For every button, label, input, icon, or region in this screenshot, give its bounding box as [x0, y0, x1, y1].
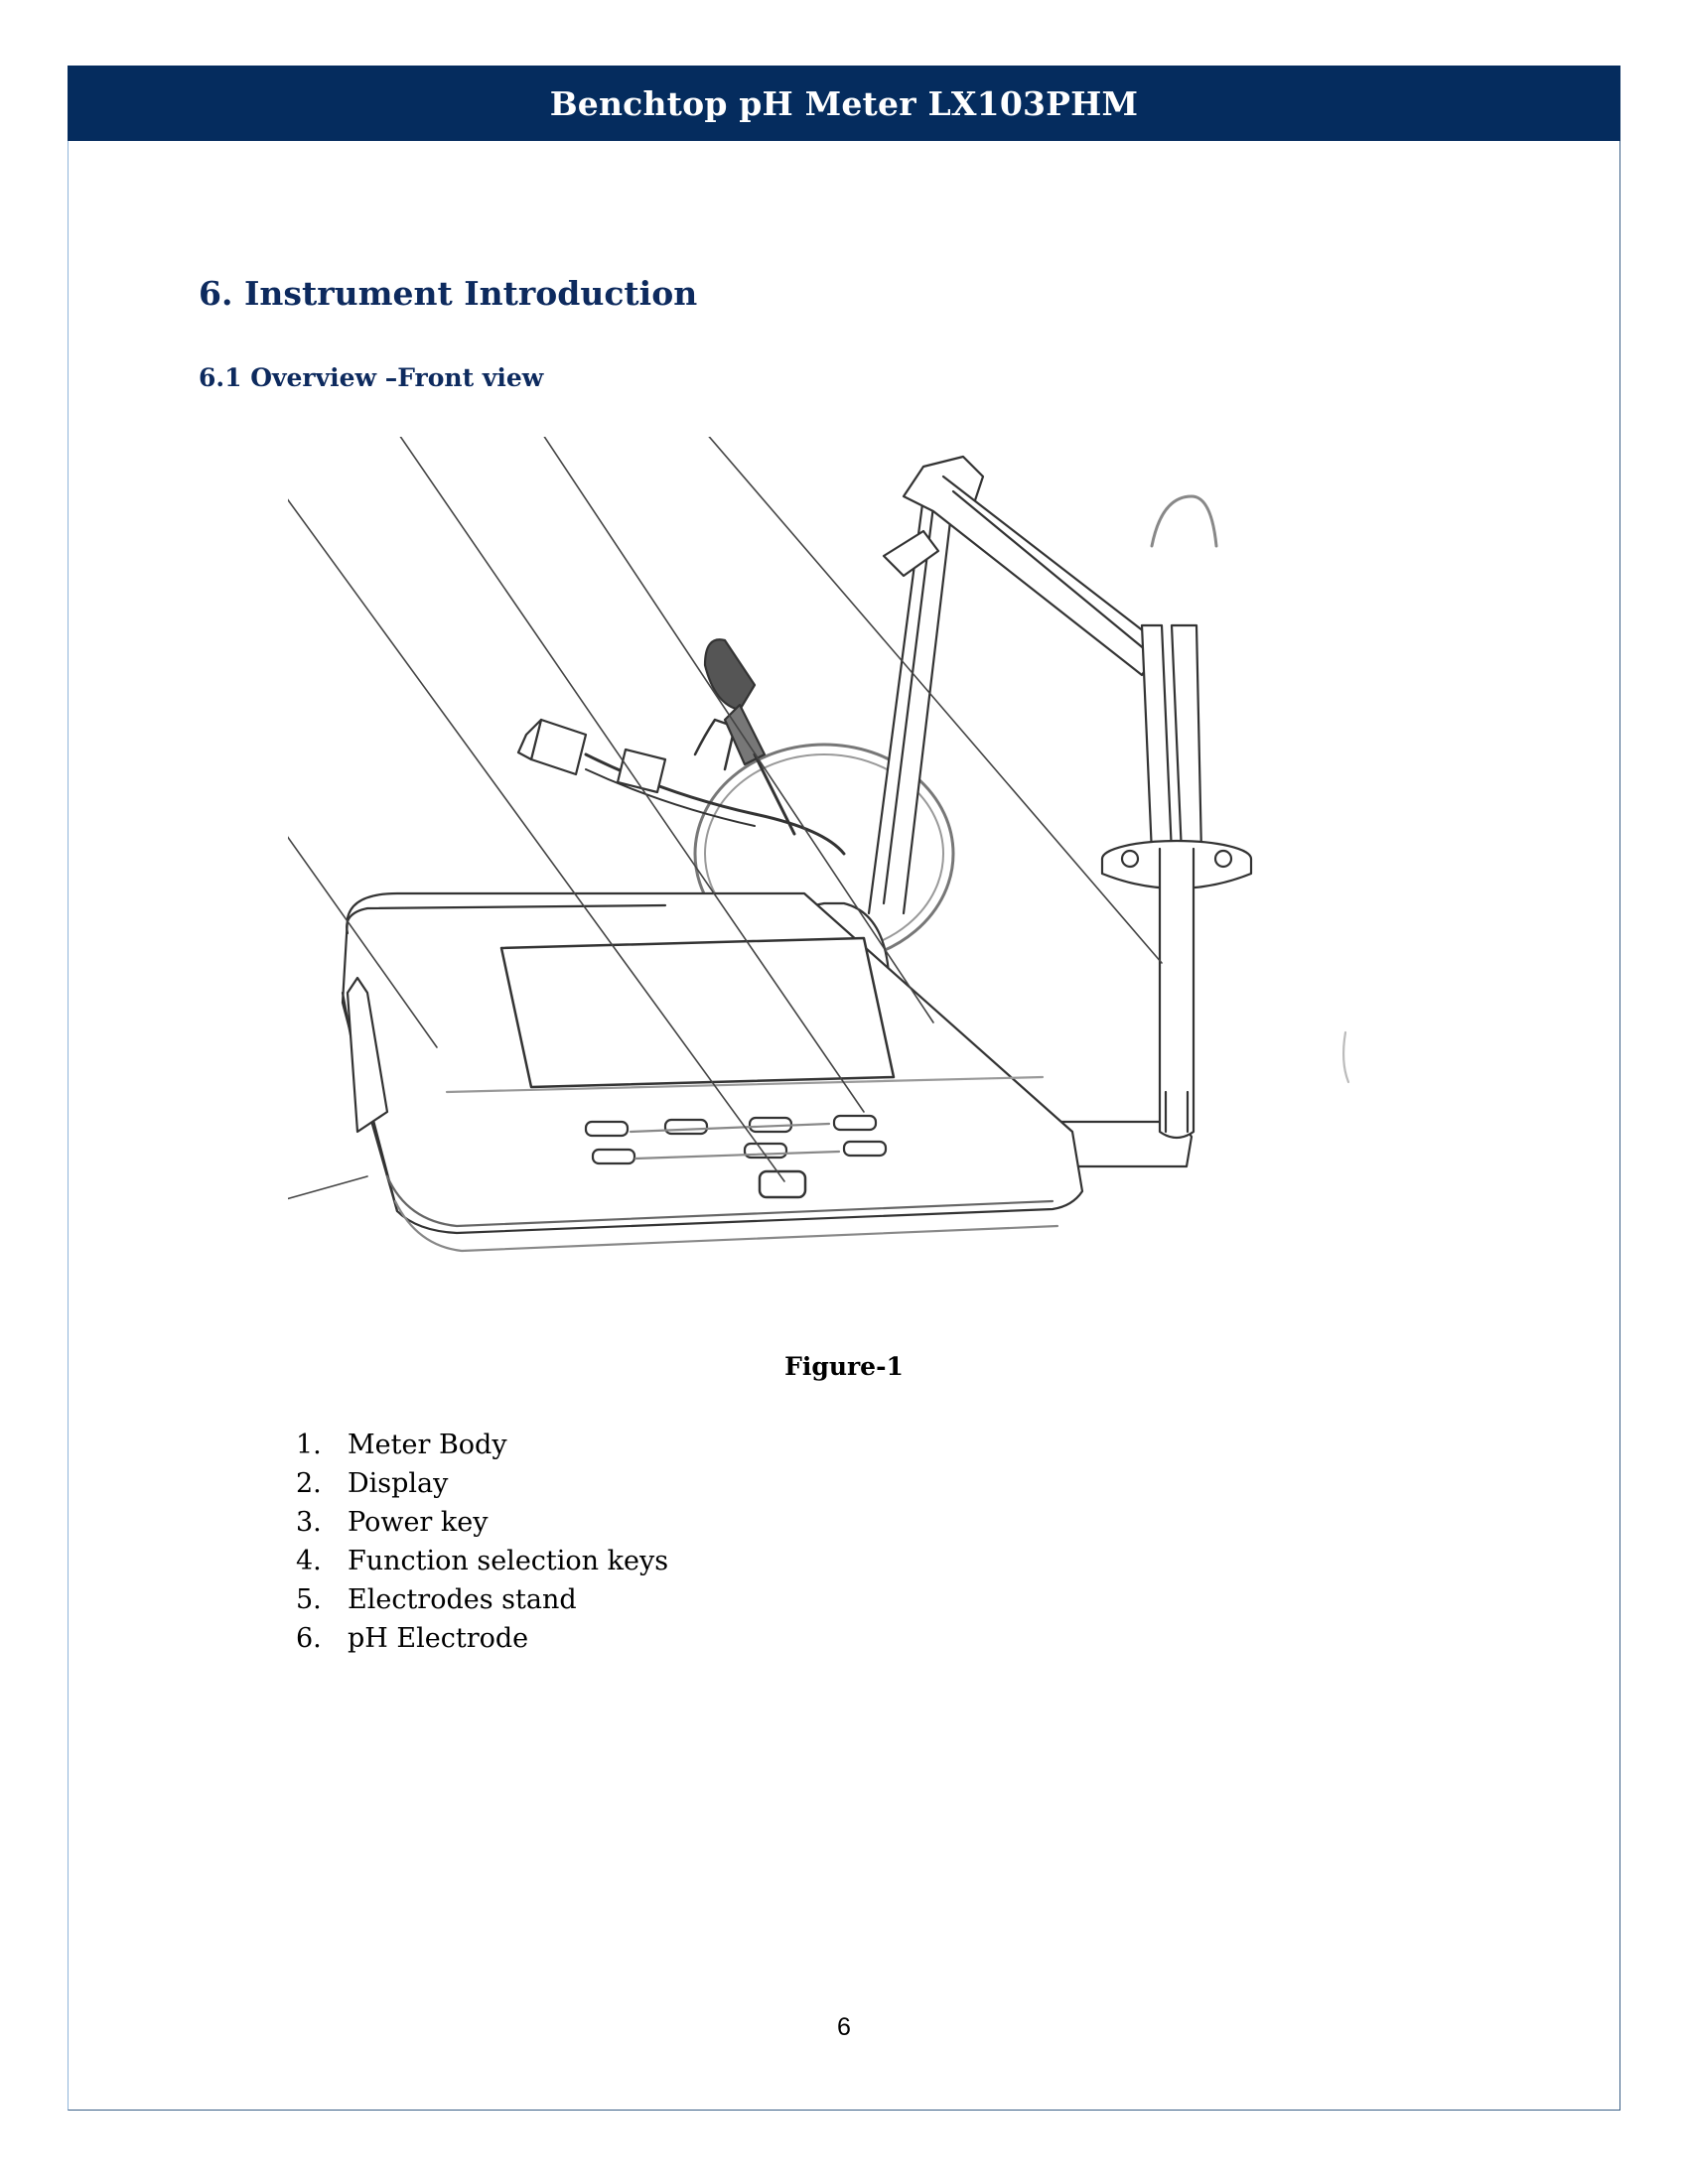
list-item: 1. Meter Body [296, 1426, 668, 1464]
function-keys [584, 1114, 888, 1165]
ph-electrode [1100, 494, 1350, 1140]
list-item: 2. Display [296, 1464, 668, 1503]
list-item-number: 6. [296, 1623, 322, 1654]
meter-body [341, 891, 1084, 1253]
display-screen [499, 936, 896, 1089]
list-item-number: 1. [296, 1430, 322, 1460]
list-item-number: 3. [296, 1507, 322, 1538]
list-item-number: 4. [296, 1546, 322, 1576]
list-item-number: 5. [296, 1584, 322, 1615]
list-item-number: 2. [296, 1468, 322, 1499]
list-item: 6. pH Electrode [296, 1619, 668, 1658]
list-item: 3. Power key [296, 1503, 668, 1542]
page-header: Benchtop pH Meter LX103PHM [68, 66, 1620, 141]
section-subtitle: 6.1 Overview –Front view [199, 363, 544, 392]
callout-leaders [288, 437, 1163, 1200]
ph-meter-illustration: 3 4 5 6 2 1 [288, 437, 1350, 1253]
page-number: 6 [837, 2013, 851, 2041]
list-item-label: pH Electrode [348, 1623, 529, 1654]
parts-list: 1. Meter Body 2. Display 3. Power key 4. Fun… [296, 1426, 668, 1658]
list-item-label: Electrodes stand [348, 1584, 577, 1615]
list-item: 5. Electrodes stand [296, 1580, 668, 1619]
list-item-label: Function selection keys [348, 1546, 669, 1576]
section-title: 6. Instrument Introduction [199, 274, 698, 313]
list-item-label: Power key [348, 1507, 489, 1538]
header-title: Benchtop pH Meter LX103PHM [549, 83, 1139, 123]
list-item-label: Display [348, 1468, 449, 1499]
list-item: 4. Function selection keys [296, 1542, 668, 1580]
list-item-label: Meter Body [348, 1430, 507, 1460]
power-key [758, 1169, 807, 1199]
figure-caption: Figure-1 [784, 1352, 904, 1381]
cable-connectors [516, 638, 846, 856]
